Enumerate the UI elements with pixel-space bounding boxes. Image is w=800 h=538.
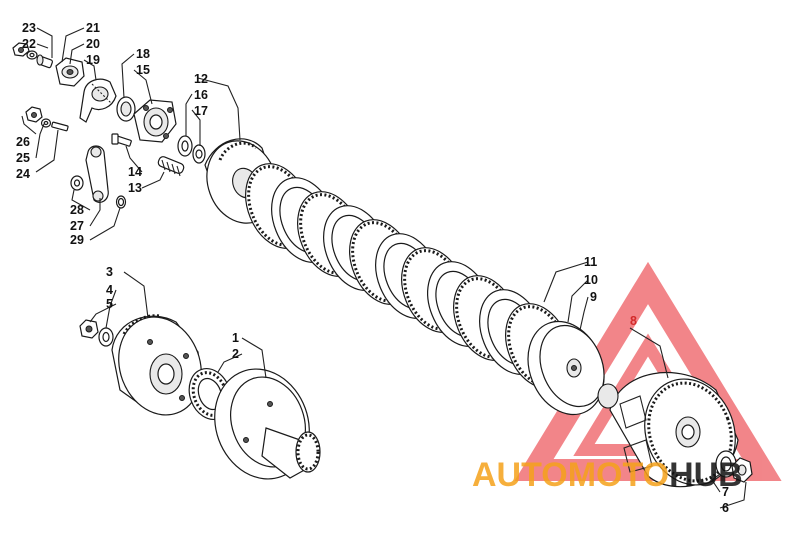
callout-1: 1 [232, 331, 239, 345]
callout-26: 26 [16, 135, 30, 149]
callout-16: 16 [194, 88, 208, 102]
part-nut-23 [12, 42, 30, 57]
part-drum-3 [111, 314, 202, 416]
watermark-text: AUTOMOTOHUB [472, 456, 743, 494]
part-washer-7 [715, 450, 737, 478]
part-nut-5 [79, 319, 99, 339]
callout-21: 21 [86, 21, 100, 35]
callout-5: 5 [106, 297, 113, 311]
part-nut-26 [25, 106, 43, 123]
part-lifter-20 [55, 57, 85, 87]
part-nut-6 [731, 457, 753, 483]
callout-17: 17 [194, 104, 208, 118]
part-cam-plate-19 [79, 78, 117, 123]
part-clutch-hub-9 [527, 320, 605, 416]
part-washer-16 [177, 135, 193, 157]
part-washer-4 [98, 327, 114, 347]
callout-19: 19 [86, 53, 100, 67]
callout-27: 27 [70, 219, 84, 233]
part-drive-gear-1 [214, 368, 321, 480]
part-lifter-plate-18 [133, 99, 177, 143]
callout-20: 20 [86, 37, 100, 51]
part-bolt-14 [111, 133, 132, 147]
callout-10: 10 [584, 273, 598, 287]
callout-12: 12 [194, 72, 208, 86]
callout-11: 11 [584, 255, 597, 269]
callout-9: 9 [590, 290, 597, 304]
callout-23: 23 [22, 21, 36, 35]
callout-7: 7 [722, 485, 729, 499]
callout-4: 4 [106, 283, 113, 297]
part-clutch-basket-8 [597, 371, 739, 488]
part-bolt-21 [36, 54, 53, 69]
callout-25: 25 [16, 151, 30, 165]
callout-18: 18 [136, 47, 150, 61]
callout-2: 2 [232, 347, 239, 361]
part-oring-29 [115, 195, 127, 209]
callout-29: 29 [70, 233, 84, 247]
callout-labels: 23 22 21 20 19 18 15 12 16 17 26 25 24 1… [16, 21, 729, 515]
callout-13: 13 [128, 181, 142, 195]
part-washer-28 [70, 175, 84, 191]
callout-6: 6 [722, 501, 729, 515]
callout-24: 24 [16, 167, 30, 181]
callout-15: 15 [136, 63, 150, 77]
part-washer-22 [26, 50, 38, 60]
part-stud-24 [51, 121, 69, 132]
leader-lines [21, 27, 747, 509]
callout-22: 22 [22, 37, 36, 51]
part-washer-17 [192, 144, 206, 164]
callout-28: 28 [70, 203, 84, 217]
watermark-text-automoto: AUTOMOTO [472, 456, 669, 494]
part-bearing-15 [116, 96, 136, 122]
part-lever-27 [85, 145, 109, 203]
callout-8: 8 [630, 314, 637, 328]
callout-14: 14 [128, 165, 142, 179]
callout-3: 3 [106, 265, 113, 279]
part-spring-13 [157, 156, 185, 177]
watermark-text-hub: HUB [669, 456, 743, 494]
part-washer-25 [40, 118, 52, 128]
